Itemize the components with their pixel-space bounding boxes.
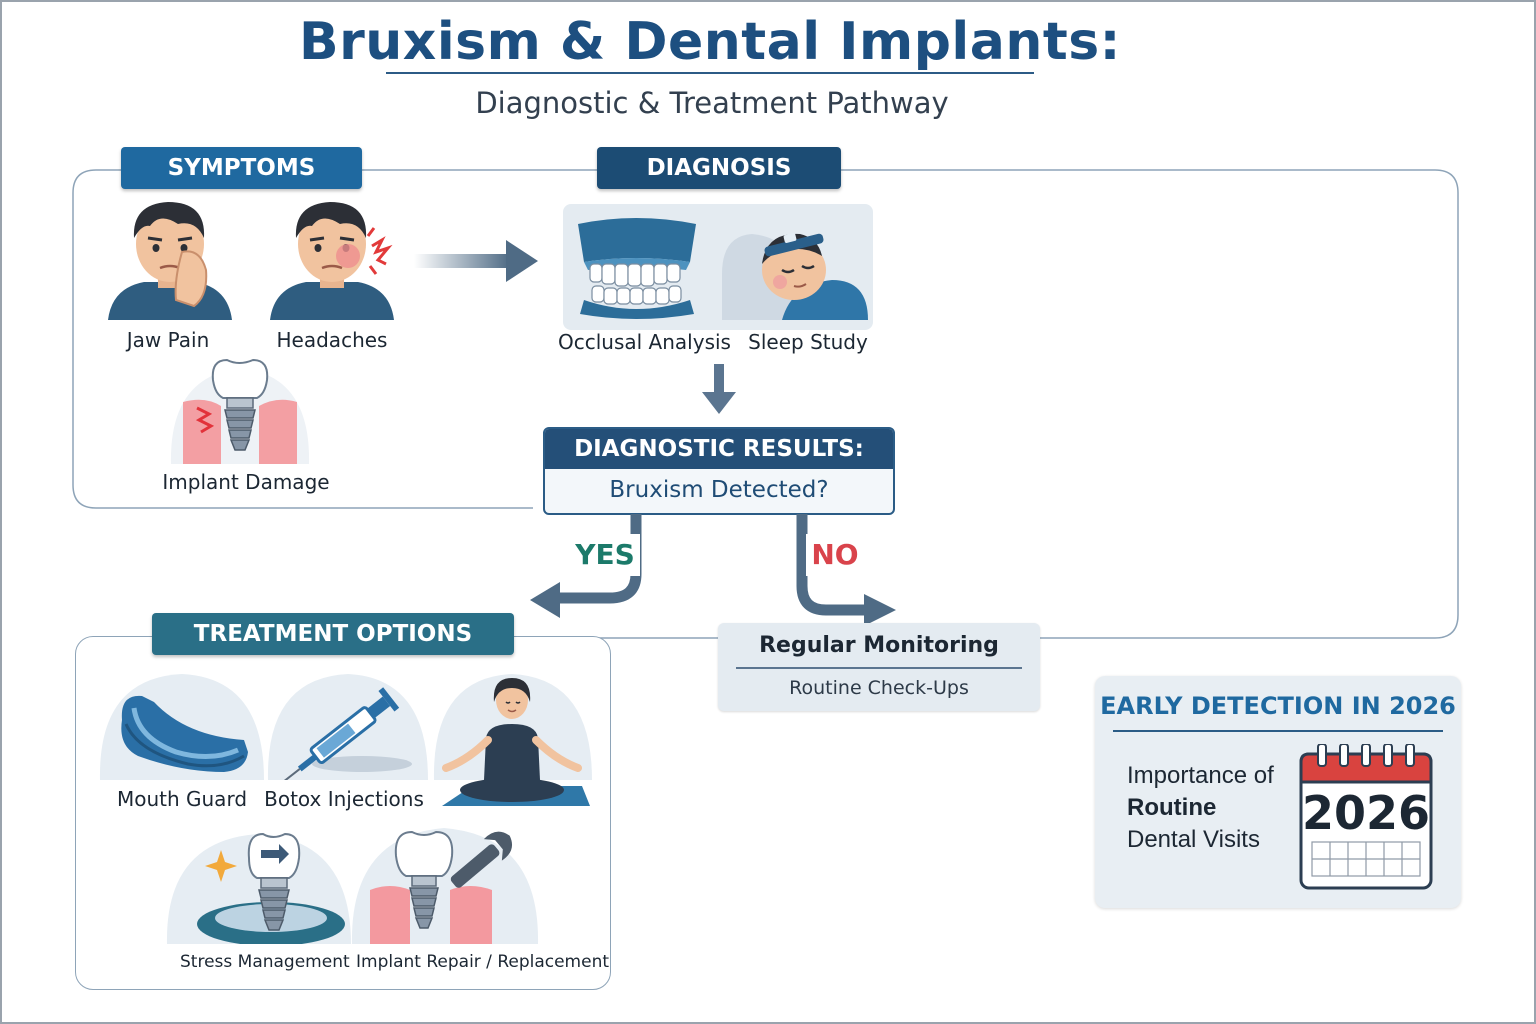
symptom-label-headaches: Headaches — [276, 328, 388, 352]
calendar-icon — [1299, 744, 1433, 890]
early-detection-divider — [1113, 730, 1443, 732]
diagnosis-label-occlusal: Occlusal Analysis — [558, 330, 731, 354]
early-detection-header: EARLY DETECTION IN 2026 — [1100, 692, 1456, 720]
diagnosis-header: DIAGNOSIS — [597, 147, 841, 189]
implant-repair-icon — [351, 828, 539, 944]
arrow-to-diagnosis — [414, 240, 538, 282]
early-line-3: Dental Visits — [1127, 826, 1260, 853]
headache-person-icon — [270, 202, 394, 320]
symptom-label-jaw-pain: Jaw Pain — [126, 328, 210, 352]
calendar-year: 2026 — [1301, 786, 1431, 840]
mouth-guard-icon — [99, 674, 264, 780]
treatment-label-implant-repair: Implant Repair / Replacement — [356, 952, 610, 972]
jaw-pain-person-icon — [108, 202, 232, 320]
damaged-implant-icon — [170, 358, 310, 464]
treatment-label-mouth-guard: Mouth Guard — [116, 787, 248, 811]
treatment-label-botox: Botox Injections — [264, 787, 424, 811]
symptoms-header: SYMPTOMS — [121, 147, 362, 189]
results-question: Bruxism Detected? — [609, 477, 829, 503]
teeth-model-icon — [578, 218, 696, 319]
yes-label: YES — [570, 534, 640, 576]
results-box: DIAGNOSTIC RESULTS: Bruxism Detected? — [543, 427, 895, 515]
monitoring-divider — [736, 667, 1022, 669]
meditation-icon — [433, 674, 592, 806]
early-line-2: Routine — [1127, 794, 1217, 821]
monitoring-box: Regular Monitoring Routine Check-Ups — [718, 623, 1040, 711]
diagnosis-label-sleep-study: Sleep Study — [748, 330, 868, 354]
page-subtitle: Diagnostic & Treatment Pathway — [475, 86, 949, 120]
arrow-to-results — [702, 364, 736, 414]
title-underline — [386, 72, 1034, 74]
monitoring-title: Regular Monitoring — [759, 633, 999, 658]
syringe-icon — [267, 674, 428, 780]
sleeping-person-icon — [722, 233, 868, 320]
page-title: Bruxism & Dental Implants: — [299, 12, 1121, 72]
treatment-label-stress: Stress Management — [180, 952, 350, 972]
symptom-label-implant-damage: Implant Damage — [162, 470, 330, 494]
early-line-1: Importance of — [1127, 762, 1274, 789]
implant-replacement-icon — [166, 832, 351, 944]
monitoring-subtitle: Routine Check-Ups — [789, 677, 969, 699]
no-label: NO — [806, 534, 864, 576]
results-header: DIAGNOSTIC RESULTS: — [545, 429, 893, 469]
treatment-header: TREATMENT OPTIONS — [152, 613, 514, 655]
